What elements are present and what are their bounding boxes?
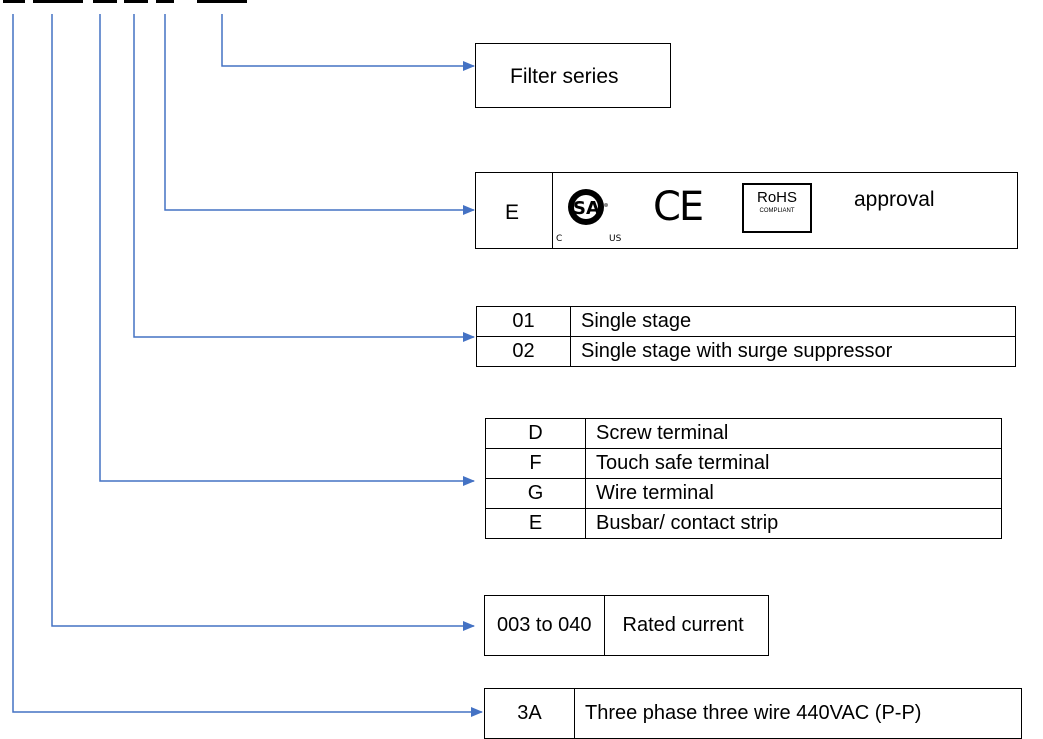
table-row: 003 to 040 Rated current [484, 595, 769, 656]
terminal-code: E [485, 508, 586, 539]
table-row: 3A Three phase three wire 440VAC (P-P) [484, 688, 1022, 739]
stage-code: 01 [476, 306, 571, 337]
rohs-badge-icon: RoHS COMPLIANT [742, 183, 812, 233]
table-row: G Wire terminal [485, 478, 1002, 509]
code-position-5 [156, 0, 174, 3]
svg-text:SA: SA [573, 198, 600, 219]
terminal-desc: Screw terminal [585, 418, 1002, 449]
approval-divider [552, 173, 553, 248]
terminal-code: D [485, 418, 586, 449]
terminal-desc: Wire terminal [585, 478, 1002, 509]
filter-series-box: Filter series [475, 43, 671, 108]
connector-approval [164, 14, 475, 215]
ce-mark-icon: CE [653, 184, 704, 230]
connector-series [221, 14, 475, 71]
terminal-table: D Screw terminal F Touch safe terminal G… [485, 418, 1002, 539]
table-row: E Busbar/ contact strip [485, 508, 1002, 539]
filter-series-label: Filter series [510, 65, 619, 88]
code-position-4 [124, 0, 148, 3]
table-row: D Screw terminal [485, 418, 1002, 449]
terminal-code: F [485, 448, 586, 479]
approval-code: E [505, 201, 520, 224]
svg-text:US: US [609, 234, 622, 243]
stage-desc: Single stage with surge suppressor [570, 336, 1016, 367]
csa-logo-icon: SA C US [556, 189, 622, 243]
table-row: 01 Single stage [476, 306, 1016, 337]
svg-text:C: C [556, 234, 562, 243]
phase-code: 3A [484, 688, 575, 739]
current-desc: Rated current [603, 595, 769, 656]
current-code: 003 to 040 [484, 595, 605, 656]
table-row: F Touch safe terminal [485, 448, 1002, 479]
table-row: 02 Single stage with surge suppressor [476, 336, 1016, 367]
stage-code: 02 [476, 336, 571, 367]
connector-terminal [99, 14, 475, 486]
terminal-desc: Touch safe terminal [585, 448, 1002, 479]
approval-box: E SA C US CE RoHS COMPLIANT approval [475, 172, 1018, 249]
connector-current [51, 14, 475, 631]
connector-phase [12, 14, 483, 717]
code-position-1 [3, 0, 25, 3]
phase-table: 3A Three phase three wire 440VAC (P-P) [484, 688, 1022, 739]
code-position-3 [93, 0, 117, 3]
phase-desc: Three phase three wire 440VAC (P-P) [574, 688, 1022, 739]
connector-stage [133, 14, 475, 342]
code-position-2 [33, 0, 83, 3]
current-table: 003 to 040 Rated current [484, 595, 769, 656]
stage-desc: Single stage [570, 306, 1016, 337]
code-position-6 [197, 0, 247, 3]
terminal-desc: Busbar/ contact strip [585, 508, 1002, 539]
approval-label: approval [854, 188, 935, 211]
stage-table: 01 Single stage 02 Single stage with sur… [476, 306, 1016, 367]
terminal-code: G [485, 478, 586, 509]
